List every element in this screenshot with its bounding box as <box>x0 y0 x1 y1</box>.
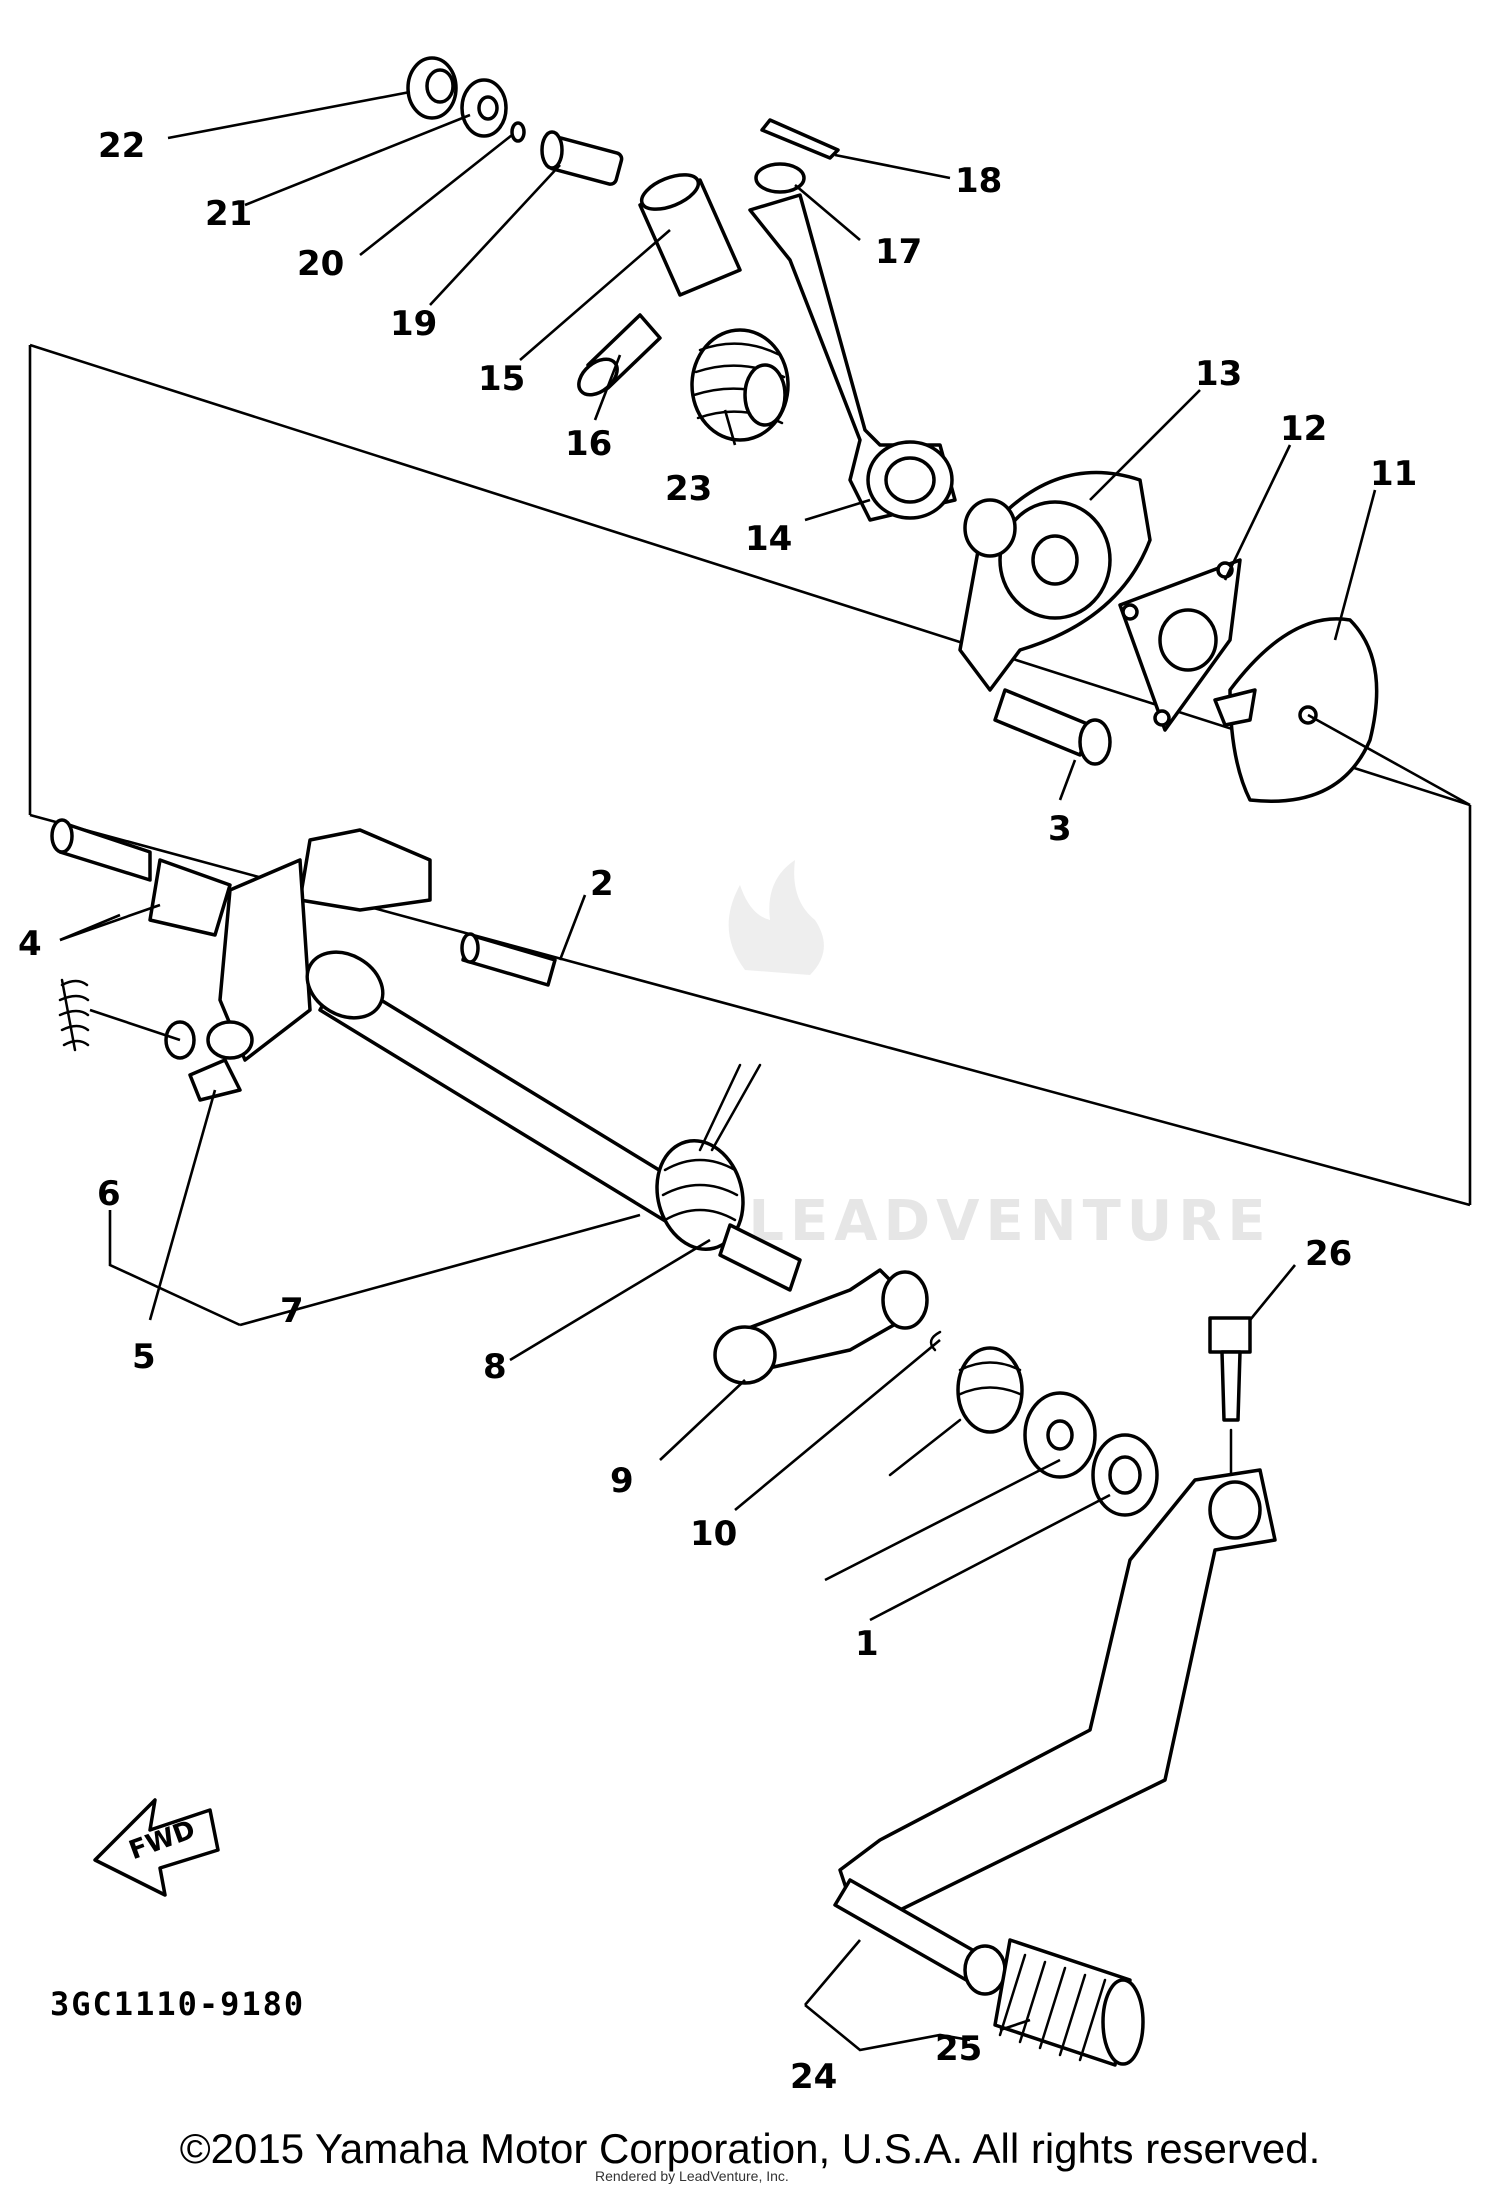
spring-10 <box>888 1330 1024 1477</box>
callout-16: 16 <box>565 424 612 464</box>
lever-9 <box>713 1268 929 1385</box>
plate-12 <box>1118 558 1242 732</box>
watermark-text: LEADVENTURE <box>748 1189 1271 1254</box>
nut-22 <box>406 56 458 120</box>
fwd-arrow-icon: FWD <box>93 1798 220 1897</box>
callout-7: 7 <box>280 1291 304 1331</box>
washer-17 <box>754 162 806 194</box>
pin-16 <box>577 313 662 397</box>
callout-11: 11 <box>1370 454 1417 494</box>
callout-13: 13 <box>1195 354 1242 394</box>
callout-22: 22 <box>98 126 145 166</box>
washer-21 <box>460 78 508 138</box>
bolt-19 <box>540 130 624 186</box>
callout-26: 26 <box>1305 1234 1352 1274</box>
bolt-26 <box>1208 1316 1252 1477</box>
washer-8 <box>1023 1391 1097 1479</box>
watermark: LEADVENTURE <box>728 860 1271 1254</box>
shaft-7 <box>305 950 702 1232</box>
callout-6: 6 <box>97 1174 121 1214</box>
shift-shaft-4 <box>50 818 432 1102</box>
callout-10: 10 <box>690 1514 737 1554</box>
callout-14: 14 <box>745 519 792 559</box>
callout-25: 25 <box>935 2029 982 2069</box>
seal-1 <box>1091 1433 1159 1517</box>
callout-12: 12 <box>1280 409 1327 449</box>
spring-23 <box>690 328 790 442</box>
bolt-3 <box>993 688 1112 766</box>
callout-1: 1 <box>855 1624 879 1664</box>
sleeve-15 <box>638 173 742 297</box>
cover-11 <box>1213 617 1379 803</box>
callout-23: 23 <box>665 469 712 509</box>
drawing-code: 3GC1110-9180 <box>50 1985 306 2023</box>
shift-pedal-24 <box>833 1468 1277 1996</box>
plate-13 <box>958 470 1152 692</box>
callout-19: 19 <box>390 304 437 344</box>
callout-3: 3 <box>1048 809 1072 849</box>
callout-18: 18 <box>955 161 1002 201</box>
washer-20 <box>510 121 526 143</box>
callout-4: 4 <box>18 924 42 964</box>
callout-9: 9 <box>610 1461 634 1501</box>
pin-2 <box>460 932 557 987</box>
copyright-notice: ©2015 Yamaha Motor Corporation, U.S.A. A… <box>179 2125 1321 2172</box>
callout-24: 24 <box>790 2057 837 2097</box>
callout-8: 8 <box>483 1347 507 1387</box>
callout-17: 17 <box>875 232 922 272</box>
callout-21: 21 <box>205 194 252 234</box>
cotter-pin-18 <box>760 118 840 160</box>
arm-14 <box>748 193 957 522</box>
callout-20: 20 <box>297 244 344 284</box>
callout-15: 15 <box>478 359 525 399</box>
callout-labels: 1 2 3 4 5 6 7 8 9 10 11 12 13 14 15 16 1… <box>18 126 1417 2097</box>
spring-6 <box>58 978 90 1052</box>
rubber-25 <box>993 1938 1145 2067</box>
leader-lines <box>59 90 1471 2052</box>
callout-2: 2 <box>590 864 614 904</box>
callout-5: 5 <box>132 1337 156 1377</box>
spring-8-shaft <box>655 1063 802 1292</box>
rendered-by-note: Rendered by LeadVenture, Inc. <box>595 2168 789 2184</box>
